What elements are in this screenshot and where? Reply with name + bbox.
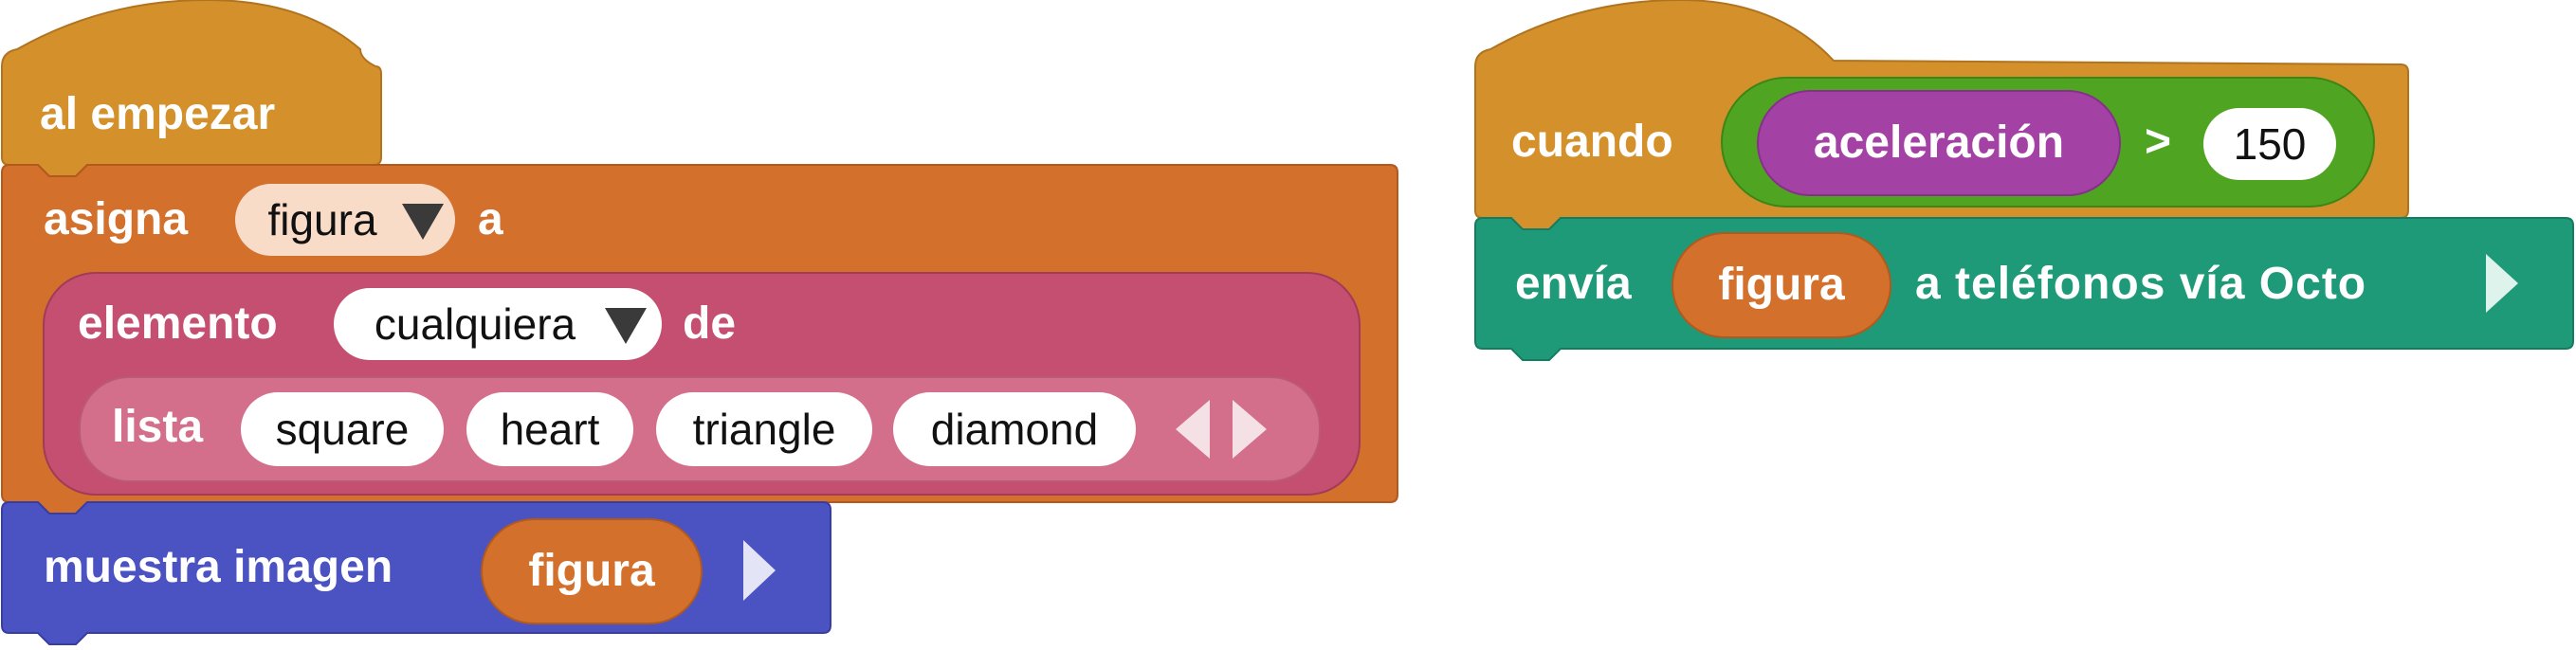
triangle-down-icon[interactable]: [402, 204, 444, 240]
threshold-value[interactable]: 150: [2233, 119, 2307, 169]
list-item-text[interactable]: square: [275, 405, 410, 454]
send-label: envía: [1515, 259, 1632, 309]
list-item[interactable]: [466, 392, 633, 466]
send-target-label: a teléfonos vía Octo: [1915, 259, 2367, 309]
of-label: de: [683, 298, 737, 349]
show-image-label: muestra imagen: [44, 542, 393, 592]
list-item[interactable]: [241, 392, 444, 466]
operator-label: >: [2145, 117, 2172, 167]
list-item-text[interactable]: heart: [500, 405, 600, 454]
triangle-left-icon[interactable]: [1176, 400, 1210, 459]
acceleration-reporter[interactable]: [1757, 90, 2121, 196]
mode-dropdown[interactable]: [334, 288, 662, 360]
triangle-down-icon[interactable]: [605, 308, 647, 344]
when-label: cuando: [1511, 117, 1673, 167]
set-label: asigna: [44, 194, 189, 244]
variable-dropdown[interactable]: [235, 184, 455, 256]
variable-reporter[interactable]: [481, 518, 703, 624]
acceleration-label[interactable]: aceleración: [1813, 117, 2065, 168]
list-item-text[interactable]: diamond: [930, 405, 1099, 454]
element-label: elemento: [78, 298, 278, 349]
variable-dropdown-label[interactable]: figura: [267, 195, 377, 244]
to-label: a: [478, 194, 503, 244]
threshold-input[interactable]: [2203, 108, 2336, 180]
on-start-block[interactable]: [1, 0, 382, 177]
variable-reporter[interactable]: [1672, 232, 1891, 338]
variable-reporter-label[interactable]: figura: [528, 546, 655, 596]
list-item-text[interactable]: triangle: [692, 405, 836, 454]
list-item[interactable]: [893, 392, 1136, 466]
triangle-right-icon[interactable]: [2486, 254, 2518, 313]
list-item[interactable]: [656, 392, 872, 466]
variable-reporter-label[interactable]: figura: [1718, 260, 1845, 310]
triangle-right-icon[interactable]: [1233, 400, 1267, 459]
triangle-right-icon[interactable]: [743, 540, 776, 601]
mode-dropdown-label[interactable]: cualquiera: [374, 299, 576, 349]
list-label: lista: [112, 402, 204, 452]
on-start-label: al empezar: [40, 89, 276, 139]
